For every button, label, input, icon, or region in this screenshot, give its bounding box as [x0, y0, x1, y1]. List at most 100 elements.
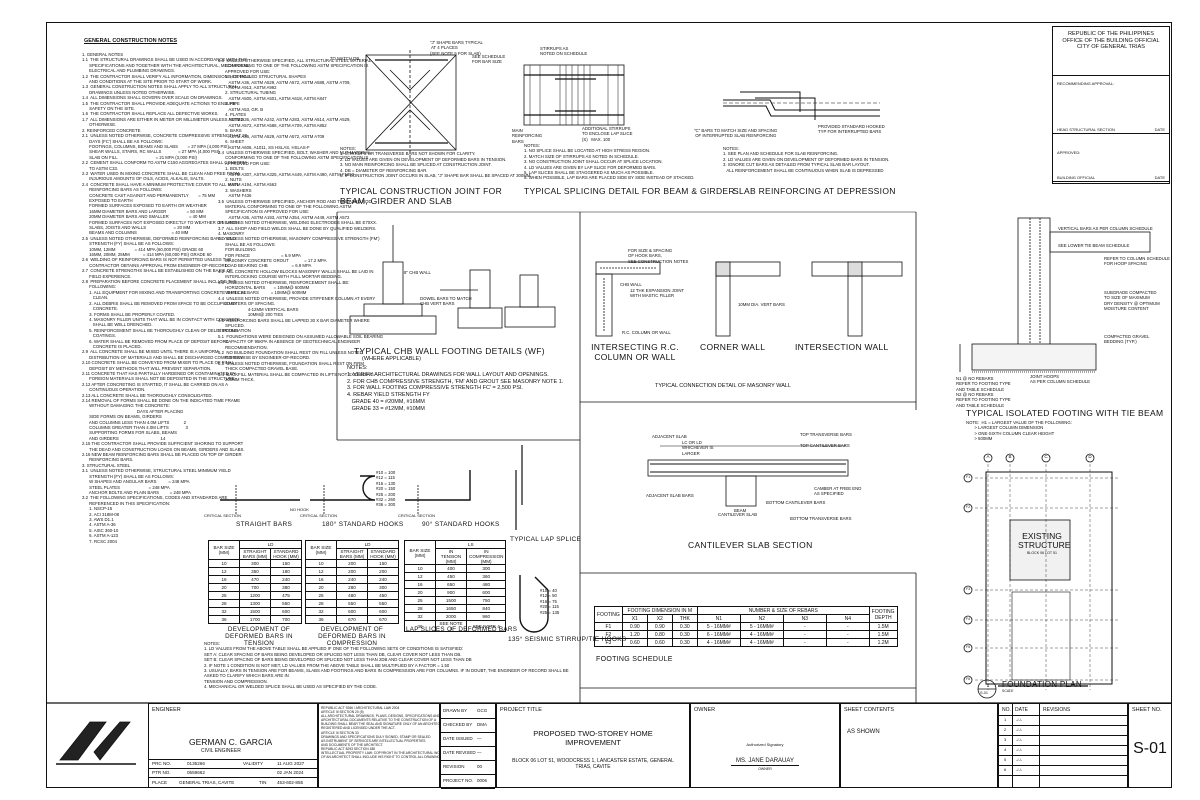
note-col1-line: 16MM DIAMETER BARS AND LARGER = 50 MM	[82, 208, 204, 214]
table-cell: 32	[208, 607, 240, 616]
sheet-contents-label: SHEET CONTENTS	[844, 707, 895, 713]
note-col2-line: 4. PLATES	[218, 112, 247, 118]
hook-table: #10 = 100#12 = 115#16 = 130#20 = 150#25 …	[376, 470, 395, 508]
title-chb-footing: TYPICAL CHB WALL FOOTING DETAILS (WF)	[354, 346, 545, 356]
table-cell: 1650	[435, 604, 467, 613]
table-cell: 150	[367, 559, 399, 568]
title-isolated-footing: TYPICAL ISOLATED FOOTING WITH TIE BEAM	[966, 408, 1164, 418]
label-camber: CAMBER AT FREE END AS SPECIFIED	[814, 486, 862, 497]
table-header: THK	[671, 614, 698, 623]
table-header: STANDARD HOOK (MM)	[270, 548, 302, 560]
grid-row-label: F2	[965, 505, 971, 509]
table-cell: 600	[367, 607, 399, 616]
table-cell: 36	[404, 620, 436, 632]
table-header: BAR SIZE (MM)	[305, 540, 337, 560]
note-col1-line: CONCRETE IS PLACED.	[82, 343, 142, 349]
note-col2-line: OTHERWISE BY ENGINEER-OF-RECORD.	[218, 355, 311, 361]
note-col2-line: 1. BOLTS	[218, 166, 244, 172]
note-col1-line: REINFORCING BARS.	[82, 457, 134, 463]
place-value: GENERAL TRIAS, CAVITE	[179, 780, 235, 785]
note-col1-line: 1.4 ALL DIMENSIONS SHALL GOVERN OVER SCA…	[82, 95, 223, 101]
table-cell: 4 - 16MM#	[739, 630, 784, 639]
note-col2-line: SPLICED.	[218, 322, 245, 328]
table-cell: 28	[404, 604, 436, 613]
note-col2-line: APPROVED FOR USE:	[218, 68, 271, 74]
drawing-info-label: DRAWN BY	[443, 708, 468, 713]
grid-col-label: B	[1008, 454, 1012, 459]
table-cell: 240	[367, 575, 399, 584]
note-col2-line: ASTM A36, ASTM A529, ASTM A572, ASTM A70…	[218, 133, 325, 139]
detail-number: 1	[986, 683, 990, 688]
table-cell: 16	[404, 580, 436, 589]
approval-approved: APPROVED:	[1057, 150, 1081, 155]
table-cell: 2000	[435, 612, 467, 621]
note-col1-line: 5. AISC 360-10	[82, 527, 119, 533]
table-header: FOOTING DIMENSION IN M	[621, 606, 698, 615]
table-cell: 700	[270, 615, 302, 624]
table-cell: 4 - 16MM#	[739, 638, 784, 647]
table-header: STRAIGHT BARS (MM)	[239, 548, 271, 560]
table-cell: 550	[367, 599, 399, 608]
note-col1-line: SUPPORTING FORMS FOR SLABS, BEAMS	[82, 430, 177, 436]
label-expansion-joint: 12 THK EXPANSION JOINT WITH MASTIC FILLE…	[630, 288, 685, 299]
note-col1-line: FORMED SURFACES EXPOSED TO EARTH OR WEAT…	[82, 203, 207, 209]
table-cell: 670	[367, 615, 399, 624]
revision-no: 2	[1004, 727, 1007, 732]
table-cell: 20	[305, 583, 337, 592]
revision-date: -/-/-	[1016, 717, 1023, 722]
label-chb-wall: 8" CHB WALL	[404, 270, 431, 275]
wall-footing-note-line: GRADE 40 = #20MM, #16MM	[347, 398, 425, 405]
table-cell: 6 - 16MM#	[696, 630, 741, 639]
label-hooked: PROVIDED STANDARD HOOKED TYP FOR INTERRU…	[818, 124, 885, 135]
table-cell: -	[825, 630, 870, 639]
validity-label: VALIDITY	[243, 761, 264, 766]
note-col2-line: THICK COMPACTED GRAVEL BASE.	[218, 366, 299, 372]
label-stirrups: STIRRUPS AS NOTED ON SCHEDULE	[540, 46, 588, 57]
table-header: N4	[825, 614, 870, 623]
table-cell: 0.60	[621, 638, 648, 647]
table-header: LD	[239, 540, 302, 549]
label-see-schedule: SEE SCHEDULE FOR BAR SIZE	[472, 54, 506, 65]
existing-sub: BLOCK 06 LOT 51	[1026, 551, 1058, 555]
table-cell: 1.20	[621, 630, 648, 639]
label-bottom-cantilever: BOTTOM CANTILEVER BARS	[766, 500, 826, 505]
table-cell: 670	[336, 615, 368, 624]
wall-footing-note-line: NOTES:	[347, 365, 368, 371]
title-footing-schedule: FOOTING SCHEDULE	[596, 656, 673, 663]
note-col2-line: 4. MASONRY	[218, 231, 245, 236]
grid-col-label: D	[1088, 454, 1092, 459]
revision-row: 2-/-/-	[999, 725, 1127, 736]
joint-note-line: NOTES:	[340, 146, 356, 151]
table-cell: 300	[367, 583, 399, 592]
table-cell: 200	[336, 567, 368, 576]
note-col2-line: 10MM@ 200 TIES	[218, 312, 284, 318]
label-additional-stirrups: ADDITIONAL STIRRUPS TO ENCLOSE LAP SLICE…	[582, 126, 633, 142]
joint-note-line: 4. DB = DIAMETER OF REINFORCING BAR.	[340, 167, 428, 173]
table-header: X2	[646, 614, 673, 623]
table-cell: 300	[465, 564, 507, 573]
note-col2-line: 3. WASHERS	[218, 187, 252, 193]
table-header: IN COMPRESSION (MM)	[465, 548, 507, 565]
note-col2-line: 4-12MM VERTICAL BARS	[218, 306, 299, 312]
note-col1-line: 2. ACI 318M-08	[82, 511, 120, 517]
note-col1-line: AND GIRDERS 14	[82, 435, 166, 441]
note-col2-line: 3 METERS OF SPACING.	[218, 301, 276, 307]
note-col1-line: 10MM, 12MM = 414 MPA (60,000 PSI) GRADE …	[82, 246, 204, 252]
joint-note-line: 5. IF CONSTRUCTION JOINT OCCURS IN SLAB,…	[340, 173, 532, 179]
table-cell: 480	[336, 591, 368, 600]
table-cell: 1200	[239, 591, 271, 600]
note-col2-line: FOR FENCE = 6.9 MPA	[218, 252, 301, 258]
note-col1-line: EXPOSED TO EARTH	[82, 197, 133, 203]
title-slab-depression: SLAB REINFORCING AT DEPRESSION	[733, 186, 896, 196]
label-main-reinf: MAIN REINFORCING BARS	[512, 128, 543, 144]
